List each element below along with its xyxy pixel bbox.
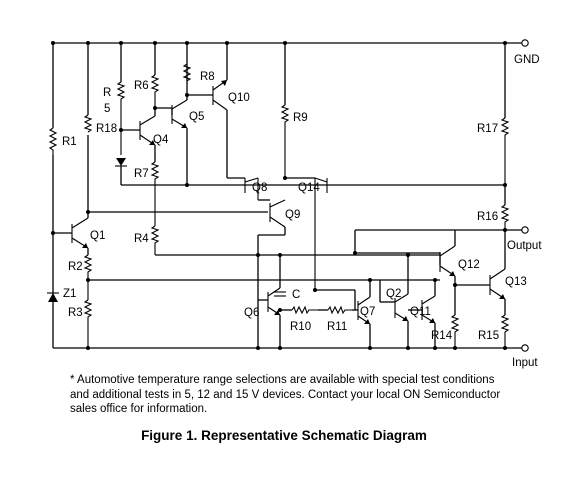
transistor-q12: [439, 245, 456, 277]
resistor-r8: [182, 63, 192, 83]
transistor-q2: [394, 293, 409, 322]
zener-z1: [47, 292, 59, 302]
q7-label: Q7: [360, 306, 375, 318]
resistor-r9: [280, 104, 290, 178]
q12-label: Q12: [458, 259, 480, 271]
q1-label: Q1: [90, 230, 105, 242]
q4-label: Q4: [153, 134, 169, 146]
footnote-line-1: * Automotive temperature range selection…: [70, 374, 495, 386]
gnd-terminal: [521, 39, 529, 47]
z1-label: Z1: [63, 288, 76, 300]
transistor-q9: [269, 199, 286, 228]
schematic-diagram: GND Input Output R1 Z1 Q1 R18 R2 R3 R: [47, 39, 542, 369]
junction-dots: [51, 41, 507, 350]
r5-label-bottom: 5: [104, 103, 110, 115]
resistor-r10: [291, 305, 318, 315]
q11-label: Q11: [410, 306, 431, 318]
output-line: [354, 229, 522, 255]
input-rail: [52, 155, 522, 349]
resistor-r1: [48, 127, 58, 155]
resistor-r6: [150, 74, 160, 108]
resistor-r14: [450, 314, 460, 348]
r16-label: R16: [477, 211, 498, 223]
footnote: * Automotive temperature range selection…: [70, 373, 540, 417]
r2-label: R2: [68, 261, 83, 273]
transistor-q14: [314, 177, 328, 290]
r17-label: R17: [477, 123, 498, 135]
input-terminal: [521, 344, 529, 352]
r18-label: R18: [96, 123, 117, 135]
transistor-q1: [71, 217, 89, 249]
input-label: Input: [512, 357, 538, 369]
q6-label: Q6: [244, 307, 259, 319]
q2-label: Q2: [386, 288, 401, 300]
transistor-q13: [489, 268, 506, 300]
resistor-r3: [83, 299, 93, 348]
q14-label: Q14: [298, 182, 320, 194]
r1-label: R1: [62, 136, 77, 148]
resistor-r7: [150, 161, 160, 226]
q8-label: Q8: [252, 182, 267, 194]
footnote-line-3: sales office for information.: [70, 403, 208, 415]
q10-label: Q10: [228, 92, 250, 104]
footnote-line-2: and additional tests in 5, 12 and 15 V d…: [70, 388, 501, 401]
resistor-r2: [83, 254, 93, 300]
figure-caption: Figure 1. Representative Schematic Diagr…: [141, 428, 427, 443]
resistor-r17: [500, 117, 510, 185]
diode: [115, 158, 127, 167]
q9-label: Q9: [285, 209, 300, 221]
resistor-r15: [500, 314, 510, 348]
transistor-q4: [139, 115, 156, 146]
r5-label-top: R: [103, 87, 111, 99]
resistor-r18: [83, 114, 93, 133]
capacitor-c: [274, 291, 286, 297]
r15-label: R15: [478, 330, 499, 342]
r6-label: R6: [134, 80, 149, 92]
r9-label: R9: [293, 112, 308, 124]
r7-label: R7: [134, 168, 149, 180]
transistor-q10: [212, 79, 228, 111]
resistor-r5: [116, 81, 126, 155]
r14-label: R14: [431, 330, 453, 342]
transistor-q7: [357, 296, 371, 325]
r10-label: R10: [290, 321, 311, 333]
transistor-q11: [421, 295, 436, 324]
output-terminal: [521, 226, 529, 234]
resistor-r4: [150, 225, 160, 255]
gnd-label: GND: [514, 54, 540, 66]
r3-label: R3: [68, 307, 83, 319]
c-label: C: [292, 289, 300, 301]
q13-label: Q13: [505, 276, 527, 288]
resistor-r11: [327, 305, 352, 315]
q5-label: Q5: [189, 111, 204, 123]
output-label: Output: [507, 240, 542, 252]
r8-label: R8: [200, 71, 215, 83]
r4-label: R4: [134, 233, 149, 245]
r11-label: R11: [327, 321, 347, 333]
resistor-r16: [500, 204, 510, 230]
gnd-rail: [52, 42, 522, 128]
transistor-q5: [171, 99, 188, 129]
